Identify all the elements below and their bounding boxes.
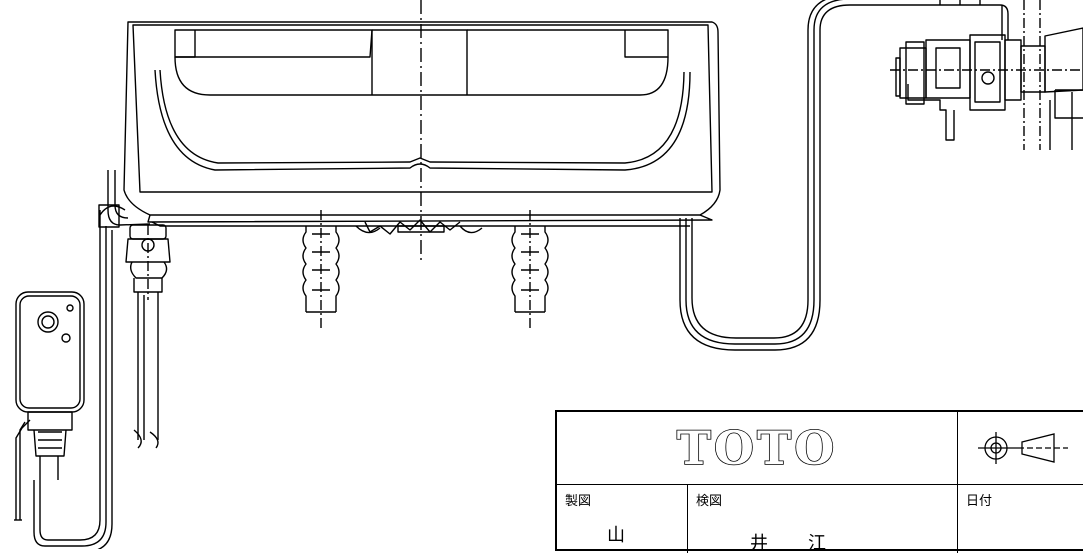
- right-cable-loop: [679, 0, 1009, 351]
- third-angle-projection-icon: [978, 432, 1068, 464]
- drafter-signature: 山: [607, 525, 625, 546]
- drafter-label: 製図: [565, 494, 592, 509]
- date-cell: 日付: [958, 485, 1083, 553]
- checker-cell: 検図 井 江: [688, 485, 958, 554]
- right-flex-hose: [511, 210, 549, 330]
- date-label: 日付: [966, 494, 993, 509]
- left-hose-assembly: [33, 170, 151, 549]
- drafter-cell: 製図 山: [557, 485, 688, 553]
- left-flex-hose: [302, 210, 340, 330]
- seat-unit-body: [123, 21, 721, 235]
- toto-logo: TOTO: [676, 420, 838, 476]
- logo-cell: TOTO: [557, 412, 958, 484]
- title-block-header-row: TOTO: [557, 412, 1083, 485]
- projection-symbol-cell: [958, 412, 1083, 484]
- left-supply-pipe: [125, 224, 171, 449]
- title-block: TOTO 製図 山 検図 井 江 日付: [555, 410, 1083, 554]
- stop-valve-assembly: [890, 0, 1083, 150]
- checker-signature-1: 井: [750, 533, 768, 554]
- checker-label: 検図: [696, 494, 723, 509]
- remote-controller-icon: [14, 291, 85, 521]
- checker-signature-2: 江: [808, 533, 826, 554]
